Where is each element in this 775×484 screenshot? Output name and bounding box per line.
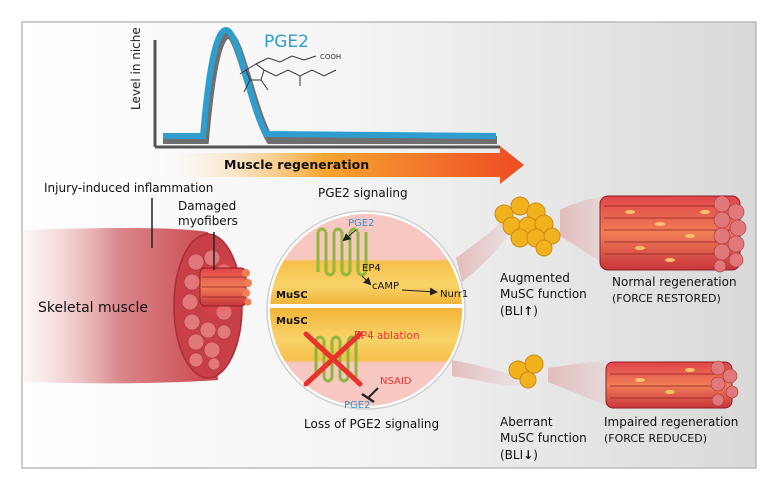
pge2-curve — [163, 26, 497, 139]
regeneration-arrow — [160, 146, 524, 184]
musc-bottom-label: MuSC — [276, 316, 308, 327]
normal-outcome: Normal regeneration (FORCE RESTORED) — [612, 275, 737, 305]
cone-impaired — [548, 361, 618, 410]
stem-cell-cluster-large — [494, 196, 561, 257]
musc-top-label: MuSC — [276, 290, 308, 301]
cone-bottom — [452, 360, 520, 386]
aberrant-outcome: Aberrant MuSC function (BLI↓) — [500, 415, 587, 462]
pge2-bottom-label: PGE2 — [344, 400, 370, 411]
augmented-line1: Augmented — [500, 271, 570, 285]
cone-top — [456, 218, 520, 282]
down-arrow-icon: ↓ — [523, 448, 533, 462]
aberrant-line2: MuSC function — [500, 431, 587, 445]
camp-label: cAMP — [372, 281, 399, 292]
ep4-receptor-top — [316, 227, 368, 277]
impaired-line1: Impaired regeneration — [604, 415, 738, 429]
impaired-regeneration-bundle — [605, 360, 739, 409]
augmented-line2: MuSC function — [500, 287, 587, 301]
molecule-label: PGE2 — [264, 32, 309, 52]
ep4-ablation-label: EP4 ablation — [354, 330, 420, 342]
damaged-fiber-bundle — [199, 267, 252, 307]
bottom-caption: Loss of PGE2 signaling — [304, 417, 439, 431]
muscle-body — [22, 228, 218, 384]
top-caption: PGE2 signaling — [318, 186, 408, 200]
arrow-label: Muscle regeneration — [224, 157, 369, 172]
impaired-outcome: Impaired regeneration (FORCE REDUCED) — [604, 415, 738, 445]
ep4-top-label: EP4 — [362, 263, 381, 274]
pge2-top-label: PGE2 — [348, 218, 374, 229]
pge2-structure-icon — [239, 55, 337, 93]
cooh-label: COOH — [320, 53, 341, 61]
normal-line1: Normal regeneration — [612, 275, 737, 289]
aberrant-line3: (BLI↓) — [500, 448, 538, 462]
skeletal-muscle-label: Skeletal muscle — [38, 300, 148, 316]
normal-line2: (FORCE RESTORED) — [612, 292, 721, 305]
damaged-label-line2: myofibers — [178, 214, 238, 228]
damaged-label-line1: Damaged — [178, 199, 236, 213]
nsaid-inhibit-line — [367, 387, 379, 399]
y-axis-label: Level in niche — [129, 27, 143, 110]
stem-cell-cluster-small — [508, 354, 544, 389]
aberrant-line1: Aberrant — [500, 415, 553, 429]
normal-regeneration-bundle — [599, 195, 747, 273]
up-arrow-icon: ↑ — [523, 304, 533, 318]
pge2-level-graph: Level in niche PGE2 COOH Muscle regenera… — [129, 26, 524, 184]
inflammation-label: Injury-induced inflammation — [44, 181, 213, 195]
impaired-line2: (FORCE REDUCED) — [604, 432, 707, 445]
skeletal-muscle: Injury-induced inflammation Damaged myof… — [22, 181, 252, 384]
ablation-cross-icon — [303, 331, 363, 387]
nurr1-label: Nurr1 — [440, 289, 468, 300]
augmented-outcome: Augmented MuSC function (BLI↑) — [500, 271, 587, 318]
augmented-line3: (BLI↑) — [500, 304, 538, 318]
nsaid-label: NSAID — [380, 376, 412, 387]
